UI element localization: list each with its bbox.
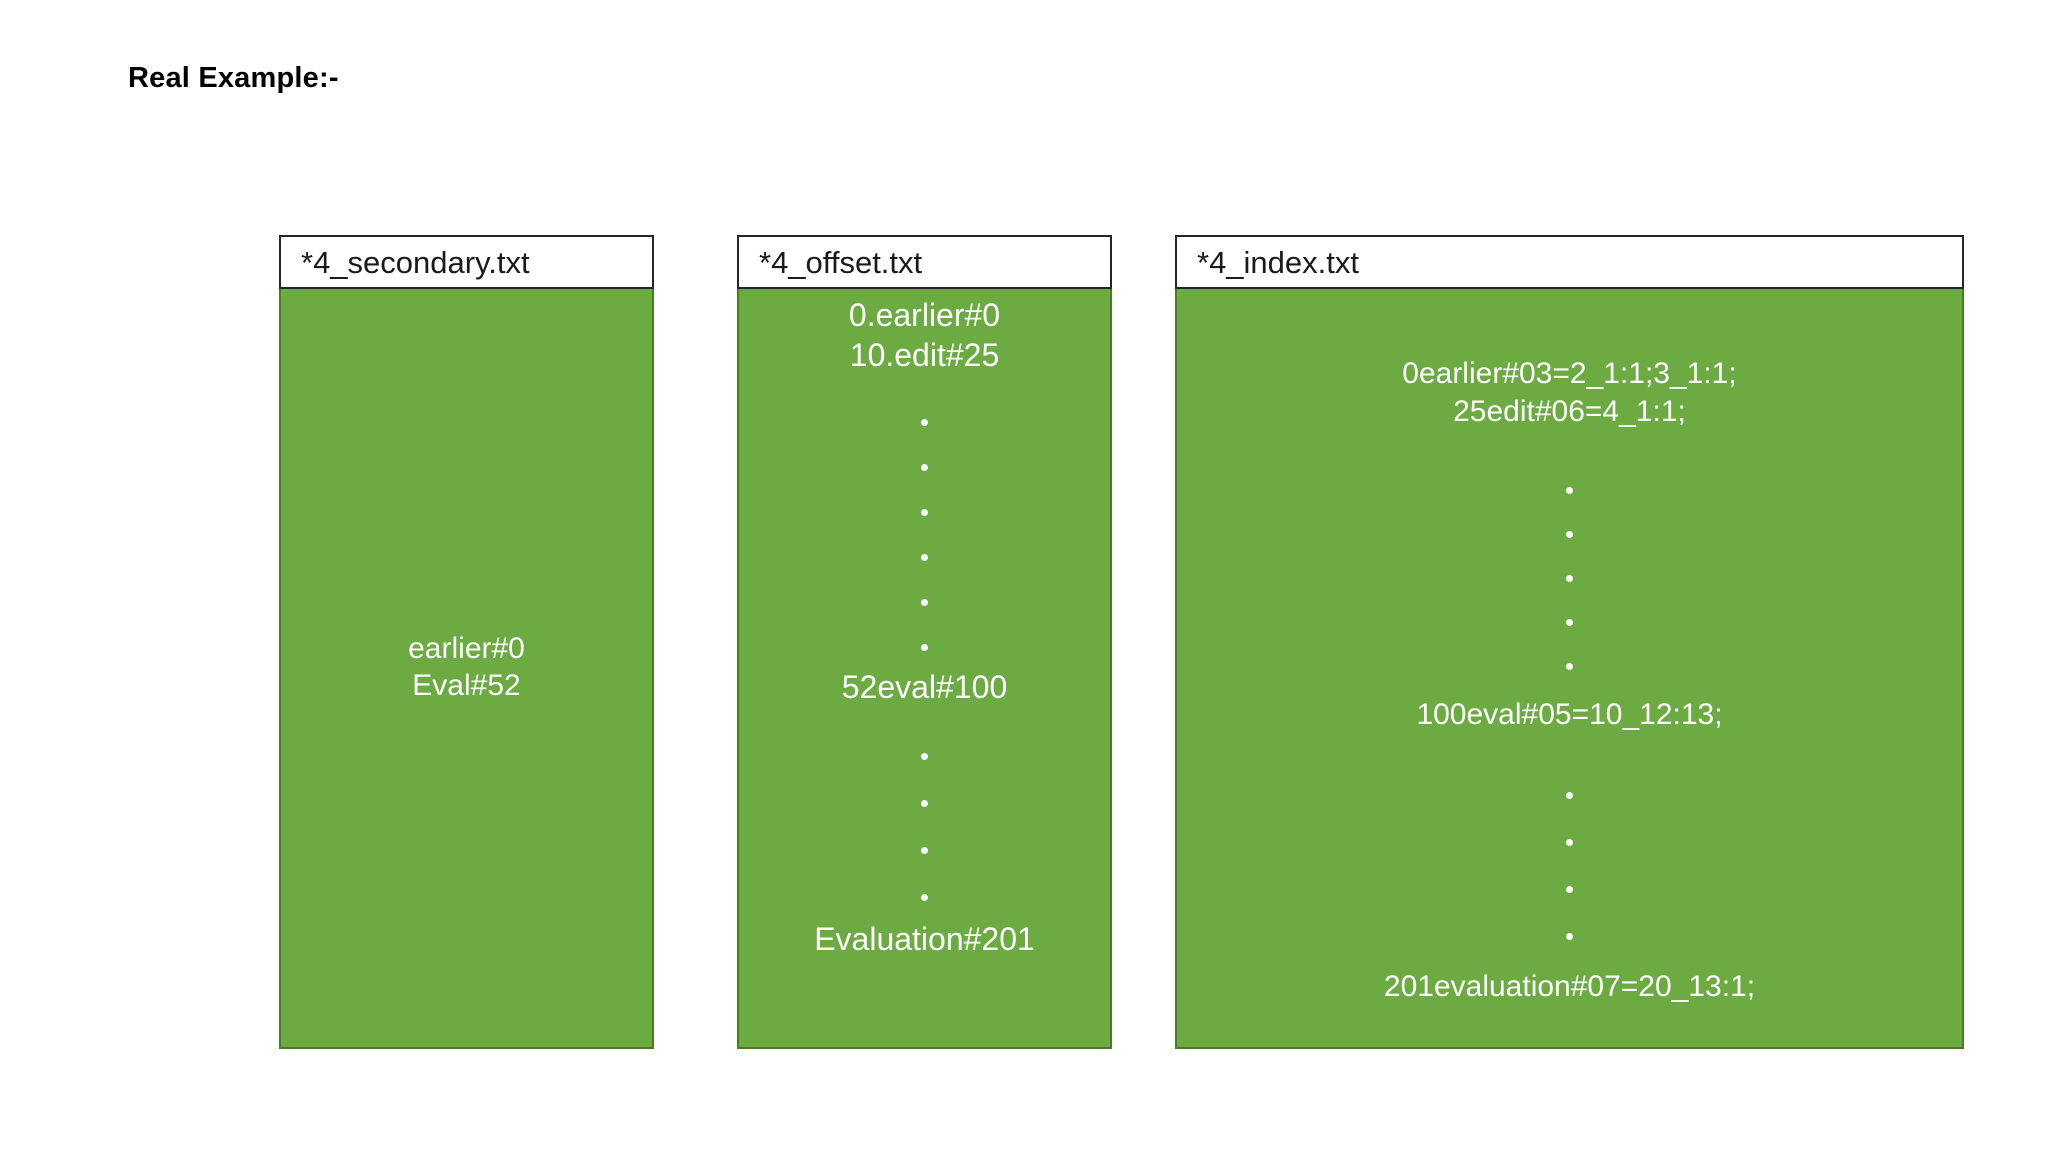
content-line: 0.earlier#0 — [848, 297, 1001, 333]
file-body-index: 0earlier#03=2_1:1;3_1:1; 25edit#06=4_1:1… — [1175, 289, 1964, 1049]
file-header-secondary: *4_secondary.txt — [279, 235, 654, 289]
file-box-offset: *4_offset.txt 0.earlier#0 10.edit#25 52e… — [737, 235, 1112, 1049]
file-body-secondary: earlier#0 Eval#52 — [279, 289, 654, 1049]
file-box-secondary: *4_secondary.txt earlier#0 Eval#52 — [279, 235, 654, 1049]
content-line: Evaluation#201 — [814, 921, 1035, 957]
ellipsis-dot — [1566, 662, 1573, 670]
ellipsis-dot — [1566, 933, 1573, 941]
ellipsis-dot — [1566, 530, 1573, 538]
ellipsis-dot — [921, 644, 928, 651]
ellipsis-dot — [1566, 618, 1573, 626]
ellipsis-dot — [921, 599, 928, 606]
ellipsis-dot — [921, 800, 928, 807]
content-line: 52eval#100 — [841, 669, 1008, 705]
ellipsis-dot — [921, 419, 928, 426]
content-line: 0earlier#03=2_1:1;3_1:1; — [1402, 357, 1737, 390]
ellipsis-dot — [1566, 886, 1573, 894]
file-header-offset: *4_offset.txt — [737, 235, 1112, 289]
file-name-label: *4_index.txt — [1197, 244, 1359, 280]
file-name-label: *4_offset.txt — [759, 244, 923, 280]
content-line: 25edit#06=4_1:1; — [1453, 395, 1686, 429]
file-header-index: *4_index.txt — [1175, 235, 1964, 289]
ellipsis-dots — [1566, 450, 1573, 670]
ellipsis-dot — [1566, 486, 1573, 494]
content-line: 201evaluation#07=20_13:1; — [1383, 970, 1756, 1004]
page-title: Real Example:- — [128, 62, 339, 94]
ellipsis-dot — [921, 894, 928, 901]
file-body-offset: 0.earlier#0 10.edit#25 52eval#100 Evalua… — [737, 289, 1112, 1049]
content-line: Eval#52 — [412, 669, 521, 702]
content-line: earlier#0 — [408, 632, 525, 666]
ellipsis-dot — [921, 464, 928, 471]
content-line: 100eval#05=10_12:13; — [1416, 697, 1723, 731]
ellipsis-dots — [921, 381, 928, 651]
content-line: 10.edit#25 — [849, 337, 1000, 373]
ellipsis-dot — [921, 753, 928, 760]
ellipsis-dot — [1566, 839, 1573, 847]
ellipsis-dot — [1566, 574, 1573, 582]
ellipsis-dot — [921, 554, 928, 561]
ellipsis-dot — [921, 509, 928, 516]
ellipsis-dot — [921, 847, 928, 854]
ellipsis-dot — [1566, 792, 1573, 800]
ellipsis-dots — [1566, 752, 1573, 941]
file-name-label: *4_secondary.txt — [301, 244, 530, 280]
file-box-index: *4_index.txt 0earlier#03=2_1:1;3_1:1; 25… — [1175, 235, 1964, 1049]
ellipsis-dots — [921, 713, 928, 901]
